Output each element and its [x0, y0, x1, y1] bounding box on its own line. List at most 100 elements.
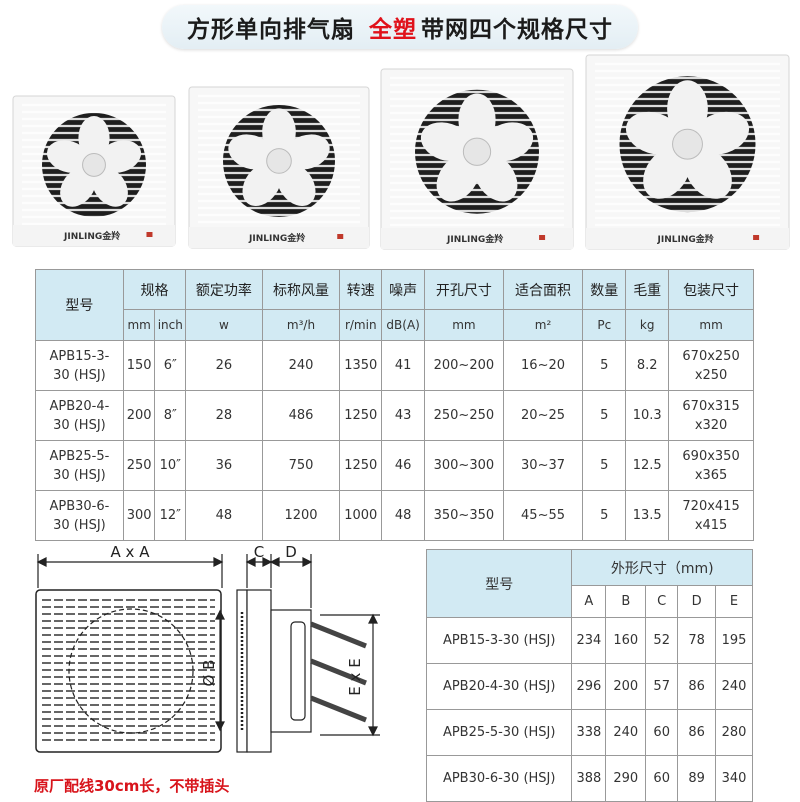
mm-cell: 300: [122, 490, 156, 541]
package-cell-line: x250: [694, 367, 728, 383]
weight-cell: 10.3: [625, 390, 670, 441]
dim-value-cell: 78: [677, 617, 717, 664]
fan-blade: [262, 108, 296, 156]
package-cell-line: x320: [694, 417, 728, 433]
header-power: 额定功率: [185, 269, 263, 310]
package-cell-line: x365: [694, 467, 728, 483]
dim-value-cell: 52: [645, 617, 679, 664]
mm-cell: 150: [122, 340, 156, 391]
fan-blade: [684, 146, 732, 199]
model-cell-line: APB15-3-: [49, 348, 110, 364]
noise-cell: 48: [381, 490, 426, 541]
brand-logo: JINLING金羚: [446, 233, 504, 245]
area-cell: 30~37: [502, 440, 584, 491]
fan-image-200: JINLING金羚: [188, 86, 370, 249]
fan-image-300: JINLING金羚: [585, 54, 790, 250]
dim-model-cell: APB15-3-30 (HSJ): [425, 617, 573, 664]
fan-blade: [625, 111, 682, 155]
dim-value-cell: 57: [645, 663, 679, 710]
model-cell-line: 30 (HSJ): [53, 517, 106, 533]
inch-cell: 6″: [154, 340, 187, 391]
opening-cell: 250~250: [424, 390, 504, 441]
dim-value-cell: 195: [715, 617, 753, 664]
model-cell-line: APB25-5-: [49, 448, 110, 464]
arrow-c-left: [245, 557, 256, 567]
label-a: A x A: [111, 543, 151, 561]
fan-hub: [82, 152, 106, 177]
package-cell-line: 670x315: [682, 398, 740, 414]
fan-blade: [228, 134, 275, 170]
area-cell: 20~25: [502, 390, 584, 441]
mm-cell: 200: [122, 390, 156, 441]
fan-bottom-strip: [13, 225, 175, 246]
unit-speed: r/min: [339, 309, 383, 341]
unit-opening: mm: [424, 309, 504, 341]
weight-cell: 12.5: [625, 440, 670, 491]
dim-value-cell: 296: [571, 663, 607, 710]
fan-blade: [436, 154, 480, 202]
title-highlight: 全塑: [369, 17, 417, 43]
dim-value-cell: 240: [605, 709, 647, 756]
dim-header-model: 型号: [425, 549, 573, 618]
weight-cell: 13.5: [625, 490, 670, 541]
dim-model-cell: APB20-4-30 (HSJ): [425, 663, 573, 710]
package-cell-line: x415: [694, 517, 728, 533]
speed-cell: 1250: [339, 390, 383, 441]
unit-airflow: m³/h: [261, 309, 341, 341]
package-cell-line: 690x350: [682, 448, 740, 464]
fan-blade: [91, 166, 128, 207]
title-part1: 方形单向排气扇: [187, 17, 355, 43]
power-cell: 48: [185, 490, 263, 541]
package-cell-line: 720x415: [682, 498, 740, 514]
qty-cell: 5: [582, 490, 627, 541]
dim-value-cell: 200: [605, 663, 647, 710]
fan-circle: [68, 608, 194, 734]
switch-indicator: [539, 235, 546, 240]
model-cell: APB30-6-30 (HSJ): [35, 490, 124, 541]
power-cell: 26: [185, 340, 263, 391]
unit-mm: mm: [122, 309, 156, 341]
dim-model-cell: APB25-5-30 (HSJ): [425, 709, 573, 756]
header-noise: 噪声: [381, 269, 426, 310]
dim-model-cell: APB30-6-30 (HSJ): [425, 755, 573, 802]
fan-bottom-strip: [189, 227, 369, 248]
fan-svg: JINLING金羚: [380, 68, 574, 250]
model-cell-line: 30 (HSJ): [53, 417, 106, 433]
header-weight: 毛重: [625, 269, 670, 310]
dim-col-d: D: [677, 585, 717, 618]
inch-cell: 8″: [154, 390, 187, 441]
label-e: E x E: [346, 658, 364, 695]
fan-image-150: JINLING金羚: [12, 95, 176, 247]
dim-value-cell: 340: [715, 755, 753, 802]
fan-blade: [98, 140, 142, 173]
model-cell: APB25-5- 30 (HSJ): [35, 440, 124, 491]
noise-cell: 46: [381, 440, 426, 491]
fan-blade: [283, 134, 330, 170]
weight-cell: 8.2: [625, 340, 670, 391]
title-part2: 带网四个规格尺寸: [421, 17, 613, 43]
label-d: D: [285, 543, 297, 561]
label-b: Ø B: [200, 660, 218, 687]
model-cell: APB15-3-30 (HSJ): [35, 340, 124, 391]
header-qty: 数量: [582, 269, 627, 310]
model-cell-line: 30 (HSJ): [53, 467, 106, 483]
dim-value-cell: 280: [715, 709, 753, 756]
dimension-diagram: A x A C D Ø B E x E: [35, 543, 380, 753]
header-spec: 规格: [122, 269, 187, 310]
fan-bottom-strip: [586, 228, 789, 249]
speed-cell: 1250: [339, 440, 383, 491]
arrow-d-right: [302, 557, 313, 567]
dim-value-cell: 234: [571, 617, 607, 664]
inch-cell: 10″: [154, 440, 187, 491]
opening-cell: 350~350: [424, 490, 504, 541]
unit-noise: dB(A): [381, 309, 426, 341]
qty-cell: 5: [582, 390, 627, 441]
header-opening: 开孔尺寸: [424, 269, 504, 310]
dim-col-c: C: [645, 585, 679, 618]
fan-blade: [693, 111, 750, 155]
